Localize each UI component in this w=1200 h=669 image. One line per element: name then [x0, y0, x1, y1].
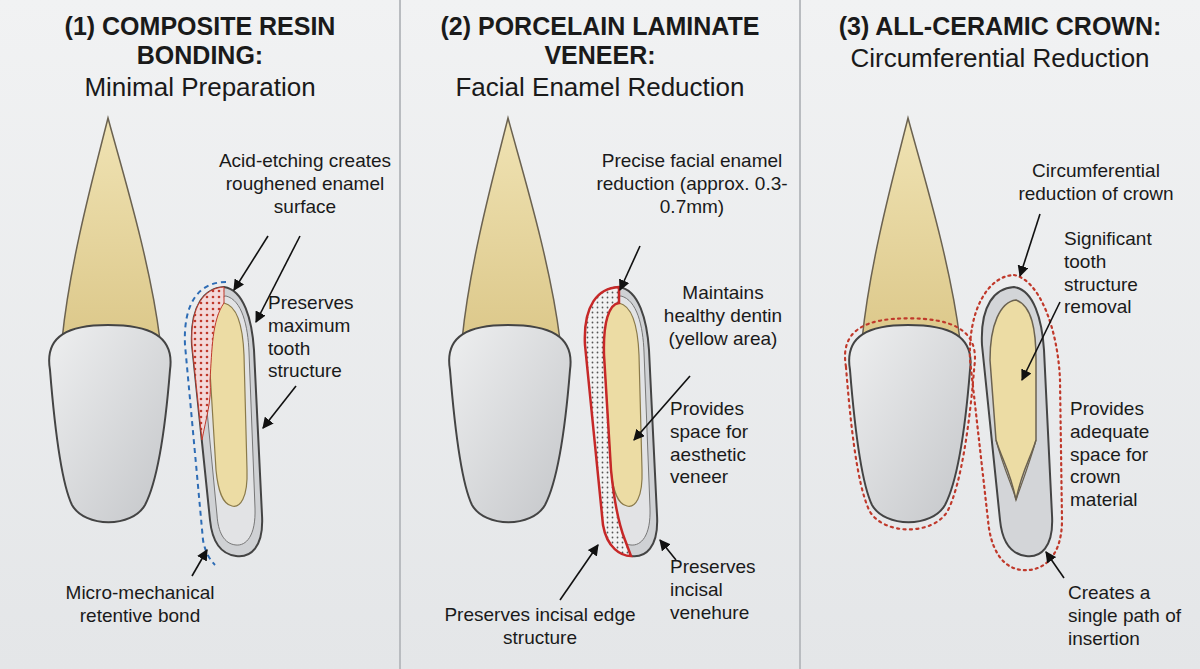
front-tooth: [449, 118, 570, 522]
panel-heading: (2) PORCELAIN LAMINATE VENEER:: [410, 12, 790, 70]
callout-label: Precise facial enamel reduction (approx.…: [588, 150, 796, 218]
callout-label: Creates a single path of insertion: [1068, 582, 1186, 650]
panel-subheading: Facial Enamel Reduction: [410, 72, 790, 103]
panel-divider: [799, 0, 801, 669]
panel-subheading: Circumferential Reduction: [810, 43, 1190, 74]
panel-ground: [0, 0, 399, 669]
veneer-layer: [585, 287, 631, 556]
panel-ground: [801, 0, 1200, 669]
tooth-section: [192, 287, 262, 556]
callout-label: Preserves maximum tooth structure: [268, 292, 380, 383]
veneer-section: [585, 287, 657, 556]
callout-label: Provides adequate space for crown materi…: [1070, 398, 1188, 512]
leader-lines: [192, 214, 1064, 600]
callout-label: Maintains healthy dentin (yellow area): [660, 282, 786, 350]
panel-heading: (3) ALL-CERAMIC CROWN:: [810, 12, 1190, 41]
callout-label: Circumferential reduction of crown: [998, 160, 1194, 206]
panel-ground: [401, 0, 799, 669]
callout-label: Significant tooth structure removal: [1064, 228, 1176, 319]
front-tooth: [49, 118, 170, 522]
callout-label: Acid-etching creates roughened enamel su…: [215, 150, 395, 218]
panel-heading: (1) COMPOSITE RESIN BONDING:: [10, 12, 390, 70]
callout-label: Provides space for aesthetic veneer: [670, 398, 780, 489]
crown-outline: [845, 318, 975, 529]
crown-outline: [970, 275, 1062, 570]
callout-label: Preserves incisal edge structure: [440, 604, 640, 650]
crown-section: [970, 275, 1062, 570]
panel: (3) ALL-CERAMIC CROWN:Circumferential Re…: [800, 0, 1200, 669]
panel-subheading: Minimal Preparation: [10, 72, 390, 103]
callout-label: Preserves incisal venehure: [670, 556, 780, 624]
panel-divider: [399, 0, 401, 669]
bond-outline: [185, 282, 226, 565]
front-tooth: [849, 118, 970, 522]
etched-enamel: [192, 287, 224, 440]
callout-label: Micro-mechanical retentive bond: [40, 582, 240, 628]
